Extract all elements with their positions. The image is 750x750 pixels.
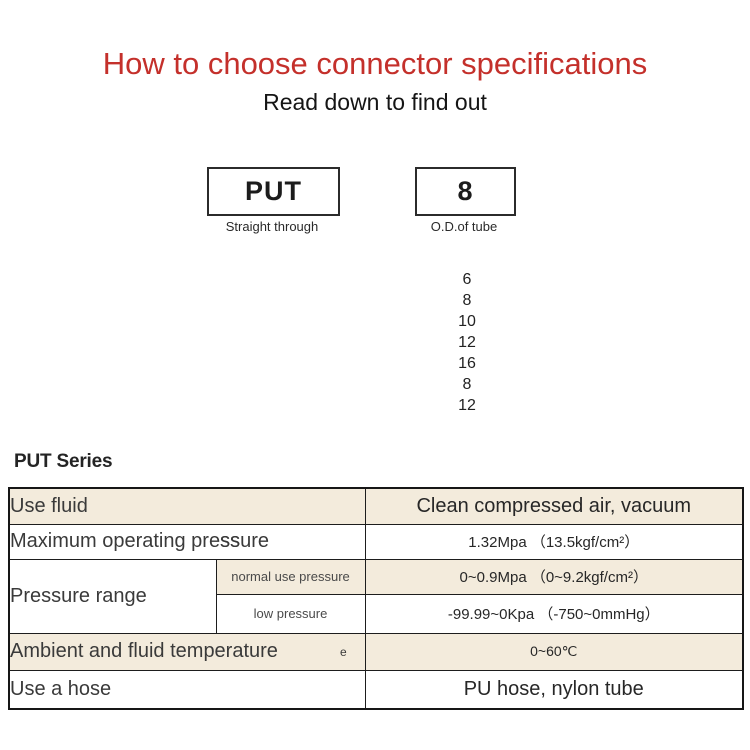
table-row: Ambient and fluid temperature e 0~60℃ [8,632,744,671]
table-row: Maximum operating pressuress 1.32Mpa （13… [8,523,744,560]
size-option: 10 [458,313,476,330]
spec-table: Use fluid Clean compressed air, vacuum M… [8,487,744,710]
model-code-box: PUT [207,167,340,216]
spec-value-max-pressure: 1.32Mpa （13.5kgf/cm²） [364,523,744,560]
table-row: Use fluid Clean compressed air, vacuum [8,487,744,525]
size-option: 12 [458,334,476,351]
spec-label-max-pressure: Maximum operating pressuress [8,523,366,560]
size-option: 6 [462,271,472,288]
spec-sublabel-normal-pressure: normal use pressure [215,558,366,595]
tube-size-label: 8 [457,176,474,206]
spec-value-low-pressure: -99.99~0Kpa （-750~0mmHg） [364,593,744,634]
print-artifact-ss: ss [220,530,240,552]
spec-label-pressure-range: Pressure range [8,558,217,634]
spec-label-text: Maximum operating pressure [10,530,269,552]
size-option: 8 [462,292,472,309]
model-code-caption: Straight through [225,219,319,234]
page-subtitle: Read down to find out [263,89,487,115]
spec-value-use-fluid: Clean compressed air, vacuum [364,487,744,525]
page-title: How to choose connector specifications [102,46,648,81]
spec-sublabel-low-pressure: low pressure [215,593,366,634]
spec-label-hose: Use a hose [8,669,366,710]
spec-value-hose: PU hose, nylon tube [364,669,744,710]
spec-value-normal-pressure: 0~0.9Mpa （0~9.2kgf/cm²） [364,558,744,595]
spec-label-use-fluid: Use fluid [8,487,366,525]
table-row: Pressure range normal use pressure 0~0.9… [8,558,744,634]
spec-label-text: Ambient and fluid temperature [10,640,278,662]
table-row: low pressure -99.99~0Kpa （-750~0mmHg） [9,593,744,634]
size-option: 16 [458,355,476,372]
spec-value-temperature: 0~60℃ [364,632,744,671]
tube-size-box: 8 [415,167,516,216]
series-heading: PUT Series [14,451,113,472]
model-code-label: PUT [245,176,302,206]
table-row: Use a hose PU hose, nylon tube [8,669,744,710]
tube-size-caption: O.D.of tube [430,219,498,234]
size-option: 8 [462,376,472,393]
size-option: 12 [458,397,476,414]
print-artifact-e: e [340,644,347,659]
spec-label-temperature: Ambient and fluid temperature e [8,632,366,671]
size-option-list: 6 8 10 12 16 8 12 [417,269,517,416]
